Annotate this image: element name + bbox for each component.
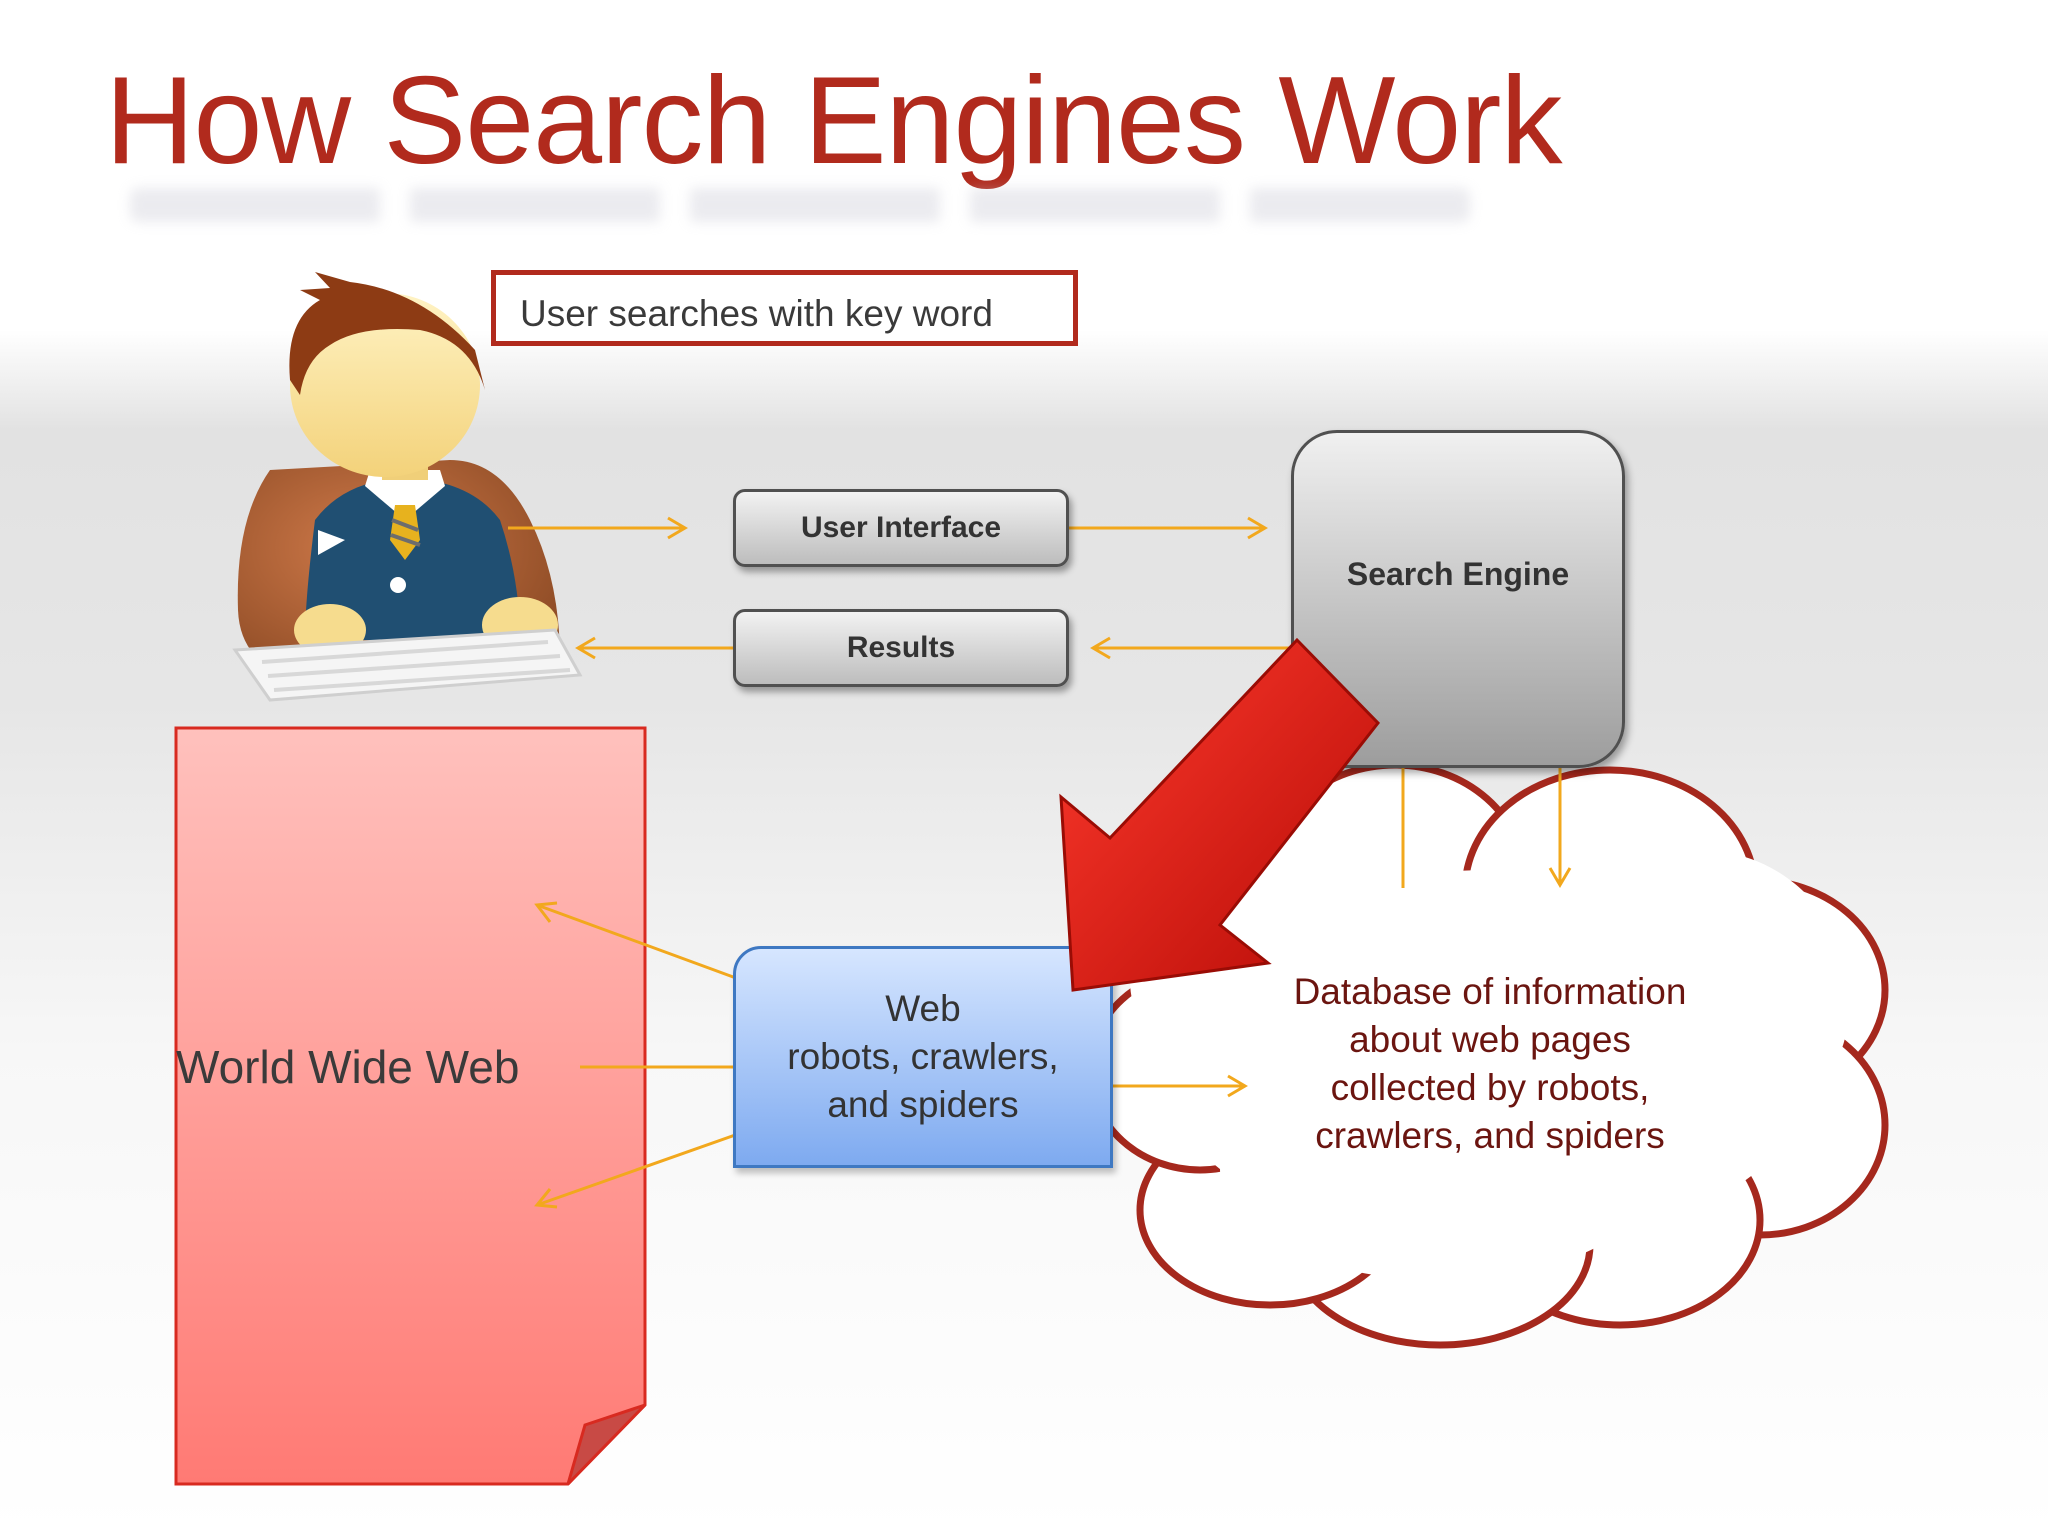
- database-line-3: collected by robots,: [1330, 1067, 1650, 1108]
- user-at-computer-icon: [232, 272, 583, 702]
- database-line-2: about web pages: [1349, 1019, 1631, 1060]
- database-line-4: crawlers, and spiders: [1315, 1115, 1665, 1156]
- robots-line-1: Web: [885, 988, 961, 1029]
- robots-line-2: robots, crawlers,: [787, 1036, 1059, 1077]
- blurred-subtitle: [130, 188, 1470, 222]
- web-page-icon: [174, 726, 647, 1486]
- world-wide-web-label: World Wide Web: [176, 1041, 520, 1093]
- robots-crawlers-box: Web robots, crawlers, and spiders: [733, 946, 1113, 1168]
- big-down-left-arrow-icon: [1059, 637, 1380, 992]
- search-callout: User searches with key word: [491, 270, 1078, 346]
- database-line-1: Database of information: [1293, 971, 1687, 1012]
- database-label: Database of information about web pages …: [1215, 968, 1765, 1160]
- user-interface-box: User Interface: [733, 489, 1069, 567]
- page-title: How Search Engines Work: [105, 52, 1562, 190]
- results-box: Results: [733, 609, 1069, 687]
- robots-line-3: and spiders: [827, 1084, 1019, 1125]
